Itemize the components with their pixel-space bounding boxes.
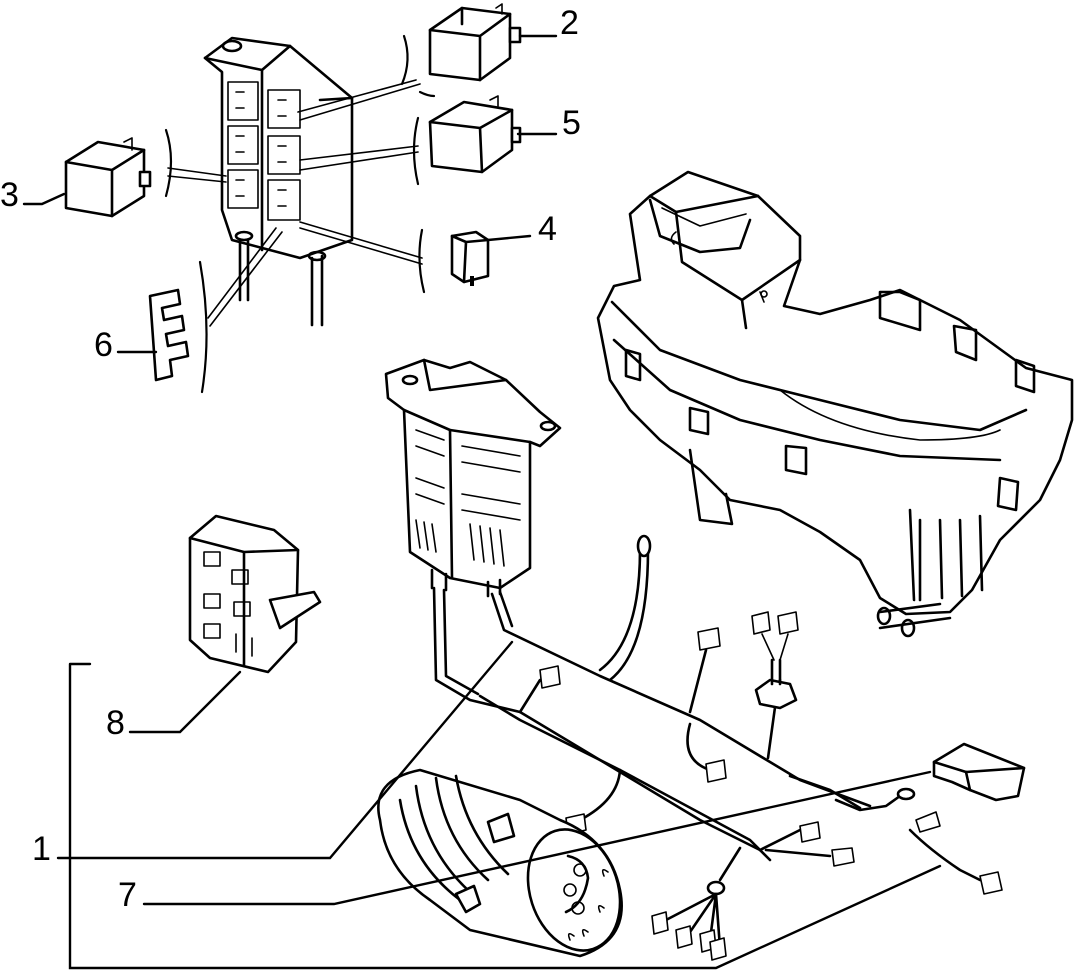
fuse-part-4 bbox=[450, 230, 490, 286]
callout-4: 4 bbox=[538, 210, 557, 248]
callout-2: 2 bbox=[560, 4, 579, 42]
callout-1: 1 bbox=[32, 830, 51, 868]
connector-part-8 bbox=[188, 514, 322, 674]
leader-3 bbox=[22, 192, 66, 206]
leader-7 bbox=[142, 770, 932, 906]
sensor-part-7 bbox=[932, 742, 1026, 802]
leader-lines bbox=[22, 34, 942, 970]
relay-part-3 bbox=[64, 137, 152, 218]
assembly-lines bbox=[167, 79, 423, 327]
callout-7: 7 bbox=[118, 876, 137, 914]
leader-1 bbox=[56, 640, 514, 860]
bracket-marks bbox=[164, 34, 436, 394]
leader-4 bbox=[486, 234, 532, 242]
leader-8 bbox=[128, 670, 242, 734]
relay-part-2 bbox=[428, 3, 522, 82]
wiring-harness bbox=[432, 534, 1003, 961]
relay-holder-bracket bbox=[203, 36, 354, 327]
jumper-part-6 bbox=[148, 288, 190, 382]
callout-3: 3 bbox=[0, 176, 19, 214]
callout-8: 8 bbox=[106, 704, 125, 742]
relay-part-5 bbox=[428, 95, 522, 174]
heater-housing bbox=[596, 170, 1074, 638]
bracket-1 bbox=[68, 662, 942, 970]
blower-motor bbox=[377, 768, 623, 958]
callout-5: 5 bbox=[562, 104, 581, 142]
control-unit bbox=[384, 358, 562, 598]
callout-6: 6 bbox=[94, 326, 113, 364]
